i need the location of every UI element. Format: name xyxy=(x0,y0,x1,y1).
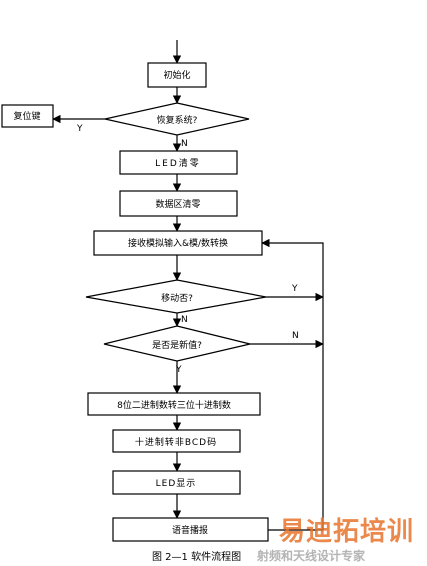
led-clear-box xyxy=(119,150,238,175)
move-yes-label: Y xyxy=(291,284,298,294)
voice-label: 语音播报 xyxy=(172,524,208,536)
data-clear-label: 数据区清零 xyxy=(155,198,200,210)
new-value-no-label: N xyxy=(292,331,299,341)
data-clear-box xyxy=(119,190,238,217)
new-value-yes-label: Y xyxy=(175,365,182,375)
receive-label: 接收模拟输入&模/数转换 xyxy=(128,237,228,249)
bcd-label: 十进制转非BCD码 xyxy=(135,436,217,448)
reset-key-label: 复位键 xyxy=(13,110,40,122)
figure-caption: 图 2—1 软件流程图 xyxy=(152,552,242,563)
convert-label: 8位二进制数转三位十进制数 xyxy=(117,399,231,411)
receive-box xyxy=(93,230,263,256)
loop-back-line xyxy=(261,238,324,531)
move-no-label: N xyxy=(181,315,188,325)
watermark-logo-text: 易迪拓培训 xyxy=(279,517,415,547)
init-label: 初始化 xyxy=(163,69,190,81)
reset-decision-label: 恢复系统? xyxy=(157,114,198,126)
reset-no-label: N xyxy=(181,139,188,149)
led-clear-label: LED清零 xyxy=(155,157,201,169)
new-value-decision-label: 是否是新值? xyxy=(152,339,202,351)
watermark-subtitle: 射频和天线设计专家 xyxy=(257,549,366,563)
led-display-label: LED显示 xyxy=(156,478,197,489)
reset-key-box xyxy=(1,104,54,128)
move-decision-label: 移动否? xyxy=(161,292,193,304)
convert-box xyxy=(87,392,261,416)
reset-yes-label: Y xyxy=(76,124,83,134)
